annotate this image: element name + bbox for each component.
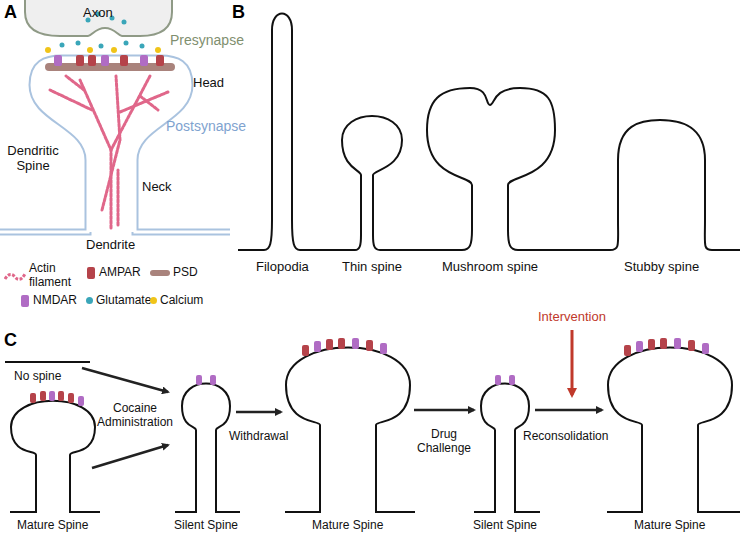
step-label: Drug Challenge [415, 428, 473, 456]
stage-label: Mature Spine [17, 519, 88, 533]
legend-text: Actin filament [29, 262, 79, 290]
stage-label: No spine [14, 370, 61, 384]
step-label: Reconsolidation [523, 430, 608, 444]
panel-letter: C [4, 330, 17, 351]
stage-label: Mature Spine [634, 519, 705, 533]
shape-label: Stubby spine [624, 260, 699, 275]
part-label: Neck [142, 180, 172, 195]
part-label: Postsynapse [166, 118, 246, 134]
legend-text: Calcium [160, 294, 203, 308]
part-label: Dendrite [86, 238, 135, 253]
part-label: Presynapse [170, 32, 244, 48]
step-label: Withdrawal [229, 430, 288, 444]
shape-label: Thin spine [342, 260, 402, 275]
panel-letter: A [4, 2, 17, 23]
panel-letter: B [232, 2, 245, 23]
legend-item: AMPAR [86, 266, 141, 280]
intervention-arrow [571, 330, 574, 395]
legend-text: PSD [173, 266, 198, 280]
step-label: Cocaine Administration [90, 402, 180, 430]
legend-text: Glutamate [96, 294, 151, 308]
dot-swatch [86, 297, 93, 304]
legend-item: NMDAR [20, 294, 77, 308]
actin-symbol [4, 269, 26, 283]
part-label: Dendritic Spine [2, 144, 64, 174]
legend-item: PSD [150, 266, 198, 280]
receptors [30, 338, 709, 406]
legend-item: Actin filament [4, 262, 79, 290]
part-label: Axon [83, 6, 113, 21]
nmdar-symbol [20, 294, 30, 308]
legend-item: Glutamate [86, 294, 151, 308]
part-label: Head [193, 76, 224, 91]
dot-swatch [150, 297, 157, 304]
process-arrows [82, 368, 602, 468]
psd-swatch [150, 270, 170, 276]
shape-label: Mushroom spine [442, 260, 538, 275]
legend-text: AMPAR [99, 266, 141, 280]
stage-label: Mature Spine [312, 519, 383, 533]
spine-shapes [238, 14, 740, 251]
shape-label: Filopodia [256, 260, 309, 275]
ampar-symbol [86, 266, 96, 280]
stage-label: Silent Spine [473, 519, 537, 533]
legend-text: NMDAR [33, 294, 77, 308]
legend-item: Calcium [150, 294, 203, 308]
spine-sequence [5, 348, 740, 513]
stage-label: Silent Spine [174, 519, 238, 533]
intervention-label: Intervention [538, 310, 606, 325]
